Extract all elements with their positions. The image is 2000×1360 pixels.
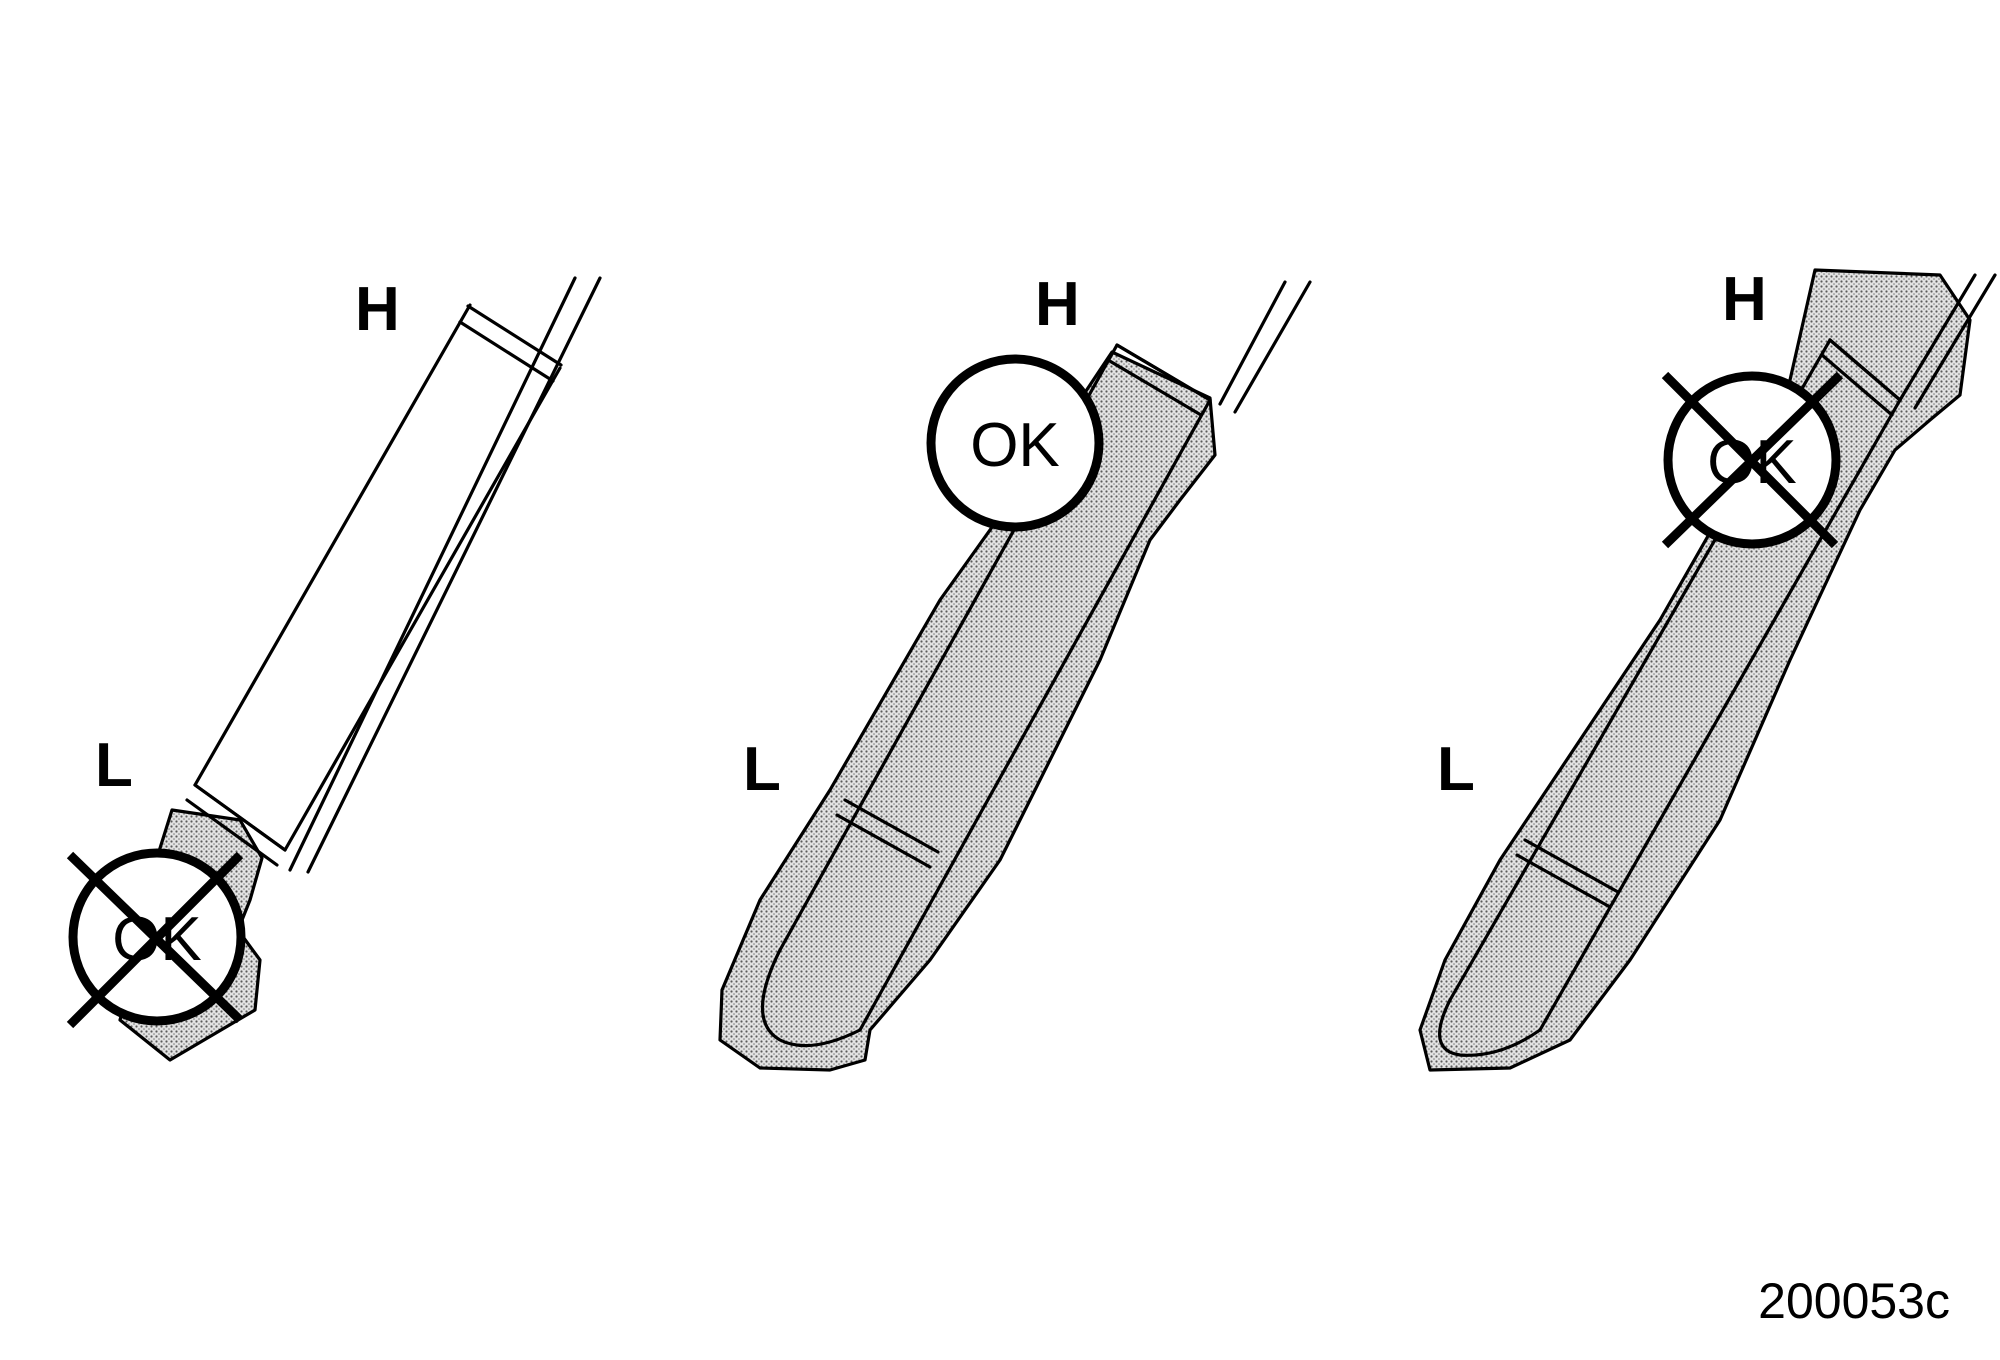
high-label: H (355, 275, 400, 344)
figure-code: 200053c (1758, 1273, 1950, 1329)
crossed-circle-icon: OK (66, 848, 246, 1029)
status-text: OK (970, 411, 1060, 480)
dipstick-shaft (1898, 273, 1997, 410)
low-mark (1515, 838, 1620, 909)
low-label: L (95, 731, 133, 800)
high-label: H (1722, 265, 1767, 334)
high-mark (1106, 343, 1212, 417)
dipstick-blade (193, 303, 562, 852)
dipstick-shaft (288, 276, 602, 874)
high-label: H (1035, 270, 1080, 339)
high-mark (458, 304, 563, 383)
circle-icon: OK (926, 354, 1104, 532)
high-mark (1820, 338, 1902, 417)
low-mark (185, 783, 287, 867)
low-label: L (1437, 735, 1475, 804)
low-label: L (743, 735, 781, 804)
dipstick-oil-film (718, 350, 1217, 1072)
panel-too-low: H L OK (66, 275, 602, 1062)
panel-level-ok: H L OK (718, 270, 1312, 1072)
low-mark (835, 798, 940, 869)
panel-too-high: H L OK (1418, 265, 1997, 1072)
crossed-circle-icon: OK (1661, 371, 1844, 549)
dipstick-shaft (1218, 280, 1312, 414)
